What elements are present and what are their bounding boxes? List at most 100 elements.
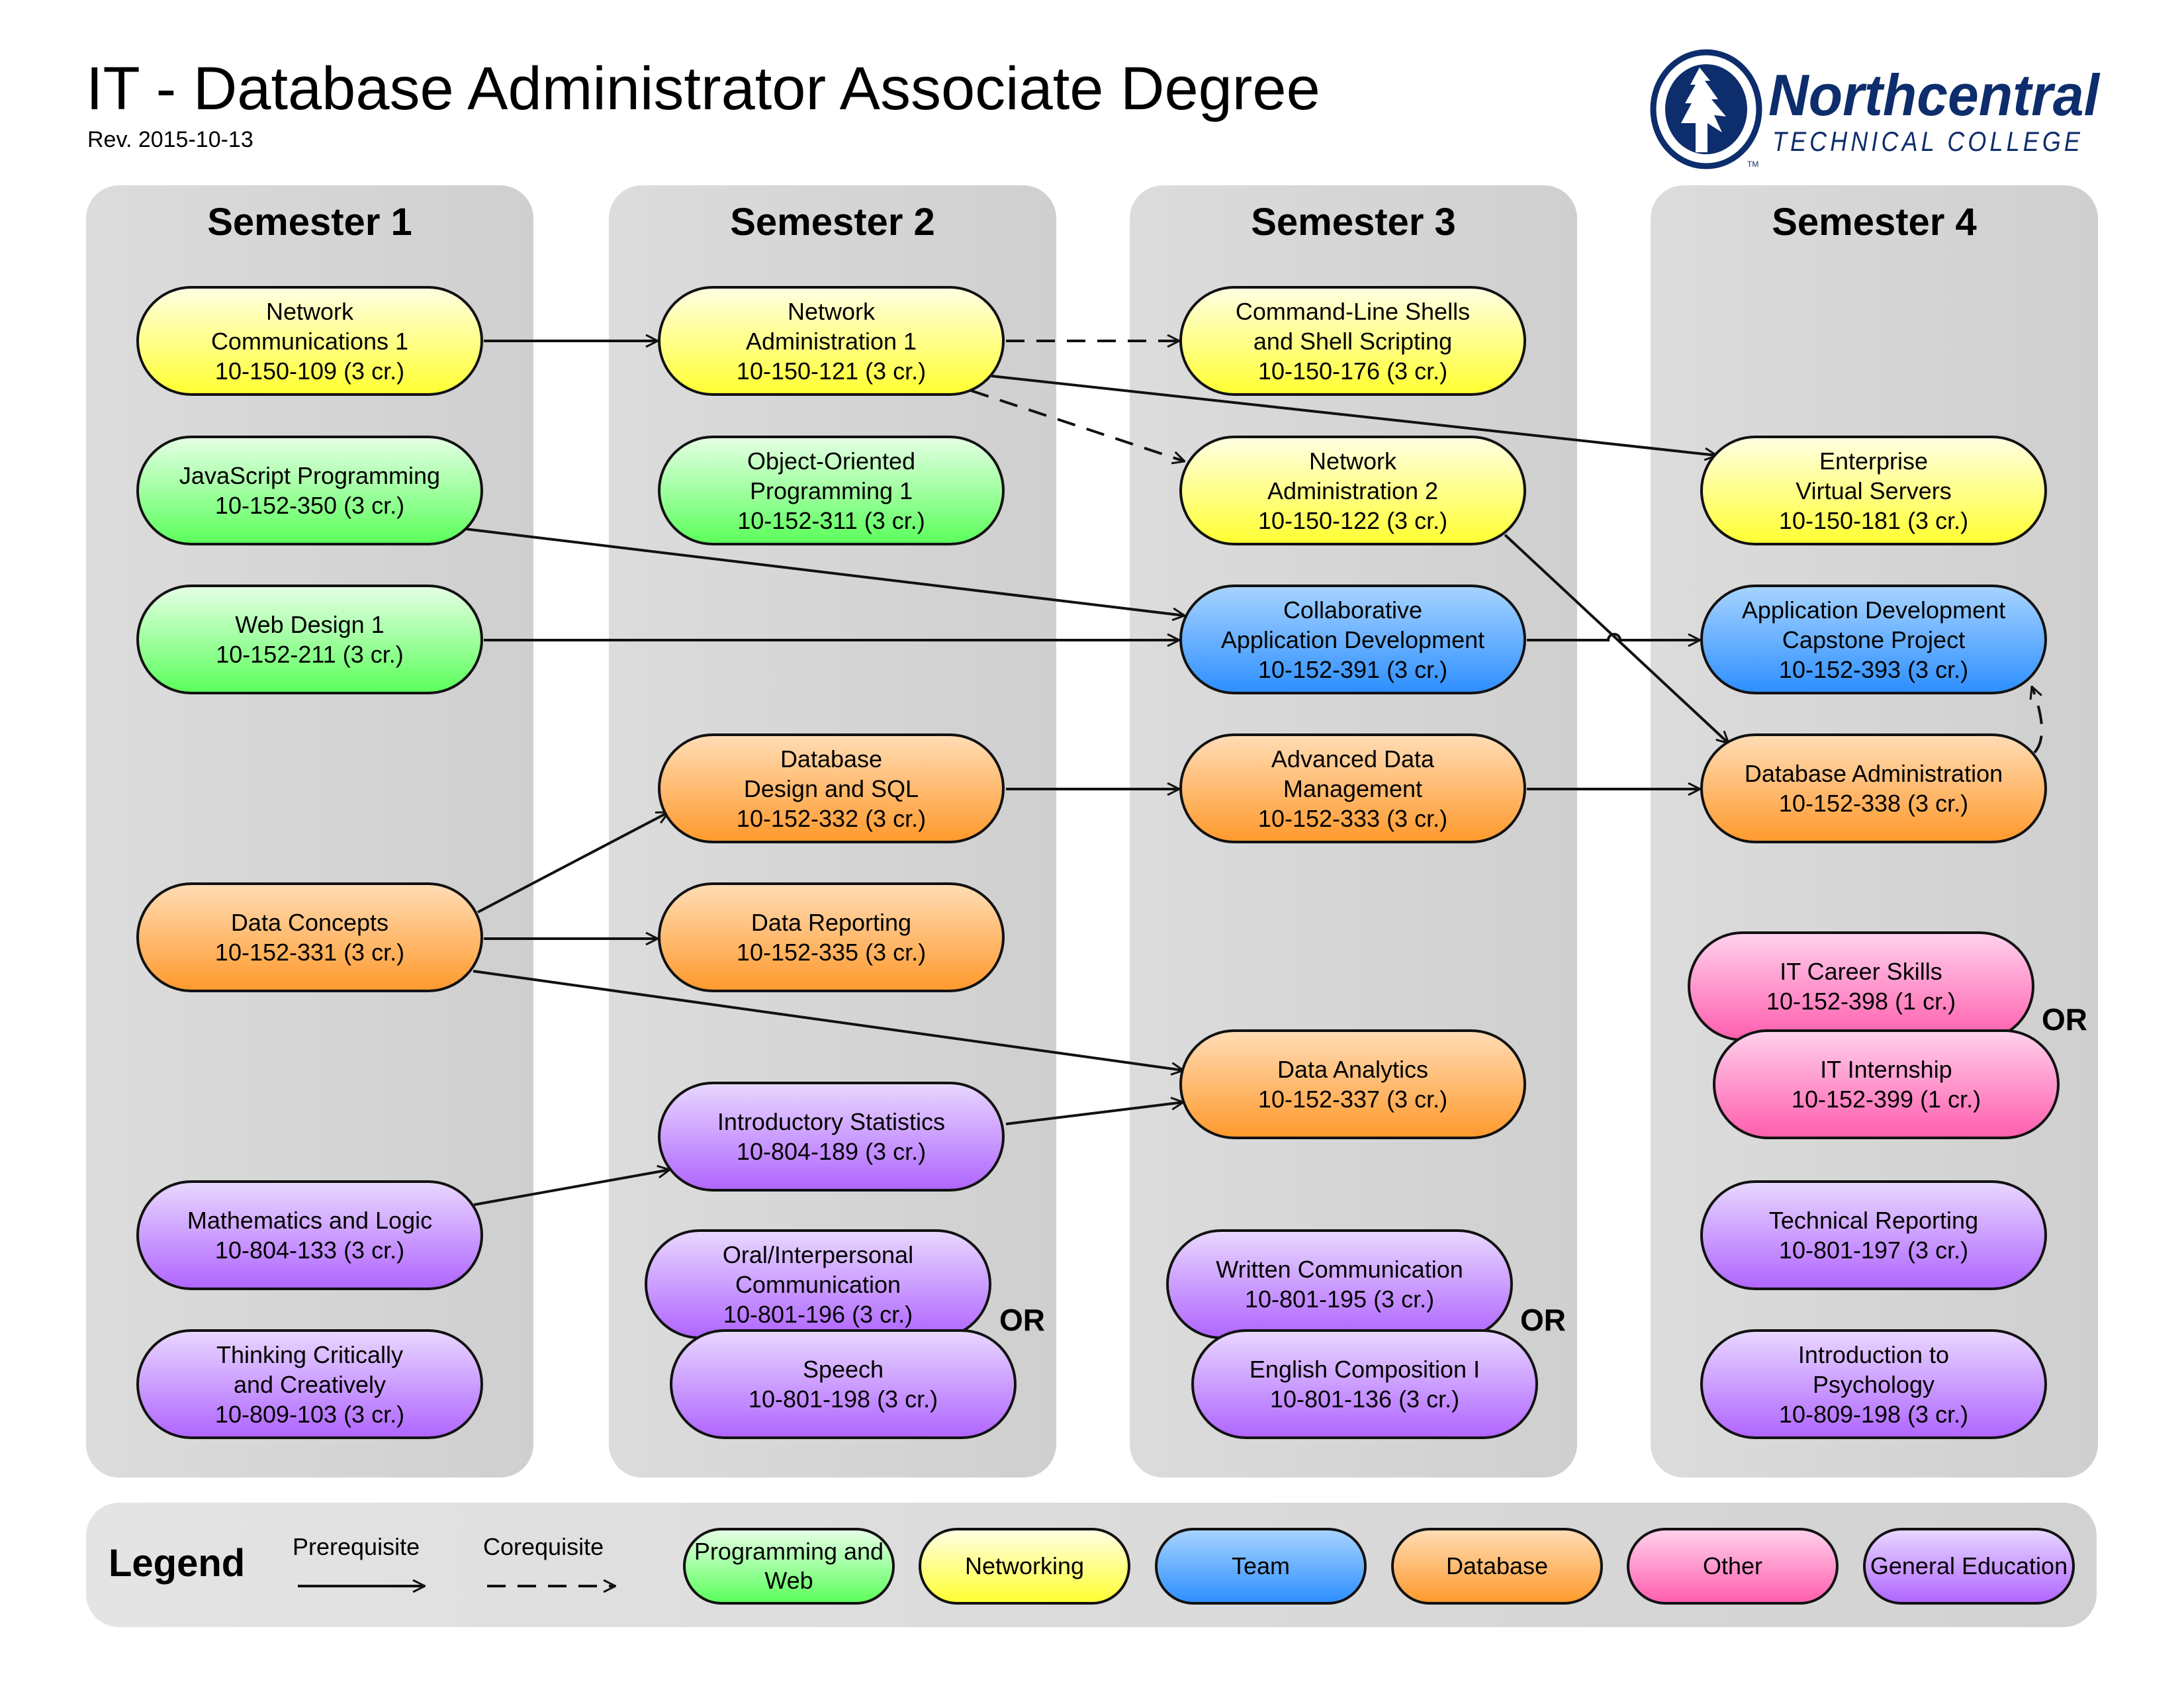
course-title-line: Capstone Project [1782,626,1966,653]
course-node[interactable]: Collaborative Application Development 10… [1179,585,1526,694]
course-node[interactable]: Introduction to Psychology 10-809-198 (3… [1700,1329,2047,1439]
legend-title: Legend [109,1542,246,1585]
or-label: OR [1520,1303,1566,1337]
course-node[interactable]: Network Administration 1 10-150-121 (3 c… [658,286,1005,396]
course-code: 10-804-189 (3 cr.) [736,1138,927,1165]
legend-item-team: Team [1155,1528,1367,1605]
legend-item-label: Database [1445,1552,1549,1579]
semester-title: Semester 4 [1772,201,1977,244]
legend-item-general-education: General Education [1863,1528,2075,1605]
course-node[interactable]: Object-Oriented Programming 1 10-152-311… [658,436,1005,545]
course-code: 10-150-109 (3 cr.) [214,357,405,385]
course-node[interactable]: Advanced Data Management 10-152-333 (3 c… [1179,733,1526,843]
course-code: 10-809-103 (3 cr.) [214,1400,405,1428]
course-title-line: Application Development [1741,596,2006,624]
logo-emblem-outer-ring [1650,49,1762,169]
course-code: 10-150-121 (3 cr.) [736,357,927,385]
course-code: 10-152-398 (1 cr.) [1766,988,1956,1015]
course-node[interactable]: Network Administration 2 10-150-122 (3 c… [1179,436,1526,545]
legend-corequisite-label: Corequisite [483,1533,604,1560]
logo-wordmark: Northcentral [1768,62,2100,128]
course-code: 10-801-198 (3 cr.) [748,1385,938,1413]
legend-item-label: Other [1702,1552,1763,1579]
course-node[interactable]: Command-Line Shells and Shell Scripting … [1179,286,1526,396]
course-node[interactable]: Data Analytics 10-152-337 (3 cr.) [1179,1029,1526,1139]
course-code: 10-152-311 (3 cr.) [737,506,925,534]
legend-item-programming: Programming and Web [683,1528,895,1605]
course-title-line: Introduction to [1797,1340,1950,1368]
semester-title: Semester 3 [1251,201,1456,244]
course-title-line: Advanced Data [1271,745,1435,773]
course-title-line: Speech [802,1356,884,1383]
course-code: 10-152-331 (3 cr.) [214,939,405,966]
course-title-line: Data Analytics [1277,1056,1429,1083]
course-title-line: Command-Line Shells [1235,297,1471,325]
course-title-line: Technical Reporting [1768,1207,1979,1234]
course-title-line: Virtual Servers [1796,477,1952,504]
course-node[interactable]: Speech 10-801-198 (3 cr.) [670,1329,1017,1439]
legend-prerequisite-label: Prerequisite [293,1533,420,1560]
course-code: 10-150-181 (3 cr.) [1778,506,1969,534]
course-node[interactable]: Technical Reporting 10-801-197 (3 cr.) [1700,1180,2047,1290]
course-title-line: Data Reporting [751,909,912,936]
course-title-line: Network [787,297,876,325]
course-node[interactable]: Network Communications 1 10-150-109 (3 c… [136,286,483,396]
course-title-line: JavaScript Programming [179,462,441,489]
course-node[interactable]: Thinking Critically and Creatively 10-80… [136,1329,483,1439]
course-node[interactable]: JavaScript Programming 10-152-350 (3 cr.… [136,436,483,545]
course-title-line: Communication [735,1270,901,1298]
course-node[interactable]: Written Communication 10-801-195 (3 cr.) [1166,1229,1513,1339]
course-title-line: Administration 2 [1267,477,1439,504]
course-title-line: Design and SQL [743,774,919,802]
legend-item-networking: Networking [919,1528,1130,1605]
course-title-line: Web Design 1 [235,611,385,638]
course-code: 10-809-198 (3 cr.) [1778,1400,1969,1428]
course-node[interactable]: Introductory Statistics 10-804-189 (3 cr… [658,1082,1005,1192]
legend-item-label: Team [1231,1552,1291,1579]
course-code: 10-152-399 (1 cr.) [1791,1086,1981,1113]
course-title-line: Mathematics and Logic [187,1207,433,1234]
course-node[interactable]: Application Development Capstone Project… [1700,585,2047,694]
course-title-line: Database [780,745,883,773]
course-title-line: Thinking Critically [216,1340,404,1368]
pine-tree-icon [1681,68,1726,152]
course-node[interactable]: Data Concepts 10-152-331 (3 cr.) [136,882,483,992]
legend: Legend Prerequisite Corequisite Programm… [86,1503,2097,1627]
course-node[interactable]: Enterprise Virtual Servers 10-150-181 (3… [1700,436,2047,545]
course-node[interactable]: IT Internship 10-152-399 (1 cr.) [1713,1029,2060,1139]
course-code: 10-152-350 (3 cr.) [214,492,405,519]
semester-title: Semester 2 [730,201,935,244]
revision-date: Rev. 2015-10-13 [87,127,253,152]
course-title-line: IT Career Skills [1780,958,1942,985]
course-node[interactable]: Oral/Interpersonal Communication 10-801-… [645,1229,991,1339]
course-code: 10-801-196 (3 cr.) [723,1300,913,1328]
course-title-line: English Composition I [1249,1356,1480,1383]
course-code: 10-801-195 (3 cr.) [1244,1286,1435,1313]
course-node[interactable]: Database Design and SQL 10-152-332 (3 cr… [658,733,1005,843]
course-node[interactable]: IT Career Skills 10-152-398 (1 cr.) [1688,931,2034,1041]
or-label: OR [999,1303,1045,1337]
course-title-line: Administration 1 [745,327,917,355]
course-node[interactable]: Database Administration 10-152-338 (3 cr… [1700,733,2047,843]
course-code: 10-801-136 (3 cr.) [1269,1385,1460,1413]
course-code: 10-152-393 (3 cr.) [1778,655,1969,683]
course-title-line: Collaborative [1283,596,1423,624]
college-logo: Northcentral TECHNICAL COLLEGE TM [1650,49,2100,169]
course-node[interactable]: Web Design 1 10-152-211 (3 cr.) [136,585,483,694]
course-node[interactable]: English Composition I 10-801-136 (3 cr.) [1191,1329,1538,1439]
course-code: 10-152-333 (3 cr.) [1257,804,1448,832]
course-node[interactable]: Mathematics and Logic 10-804-133 (3 cr.) [136,1180,483,1290]
logo-trademark: TM [1747,160,1758,169]
course-title-line: and Creatively [233,1370,387,1398]
course-title-line: Object-Oriented [747,447,916,475]
course-title-line: Communications 1 [210,327,409,355]
course-code: 10-152-332 (3 cr.) [736,804,927,832]
course-node[interactable]: Data Reporting 10-152-335 (3 cr.) [658,882,1005,992]
legend-arrow-samples [298,1503,748,1627]
semester-title: Semester 1 [207,201,412,244]
course-code: 10-150-176 (3 cr.) [1257,357,1448,385]
course-code: 10-152-211 (3 cr.) [216,641,404,668]
course-title-line: Introductory Statistics [717,1108,946,1135]
course-title-line: Data Concepts [230,909,389,936]
course-title-line: Programming 1 [749,477,913,504]
